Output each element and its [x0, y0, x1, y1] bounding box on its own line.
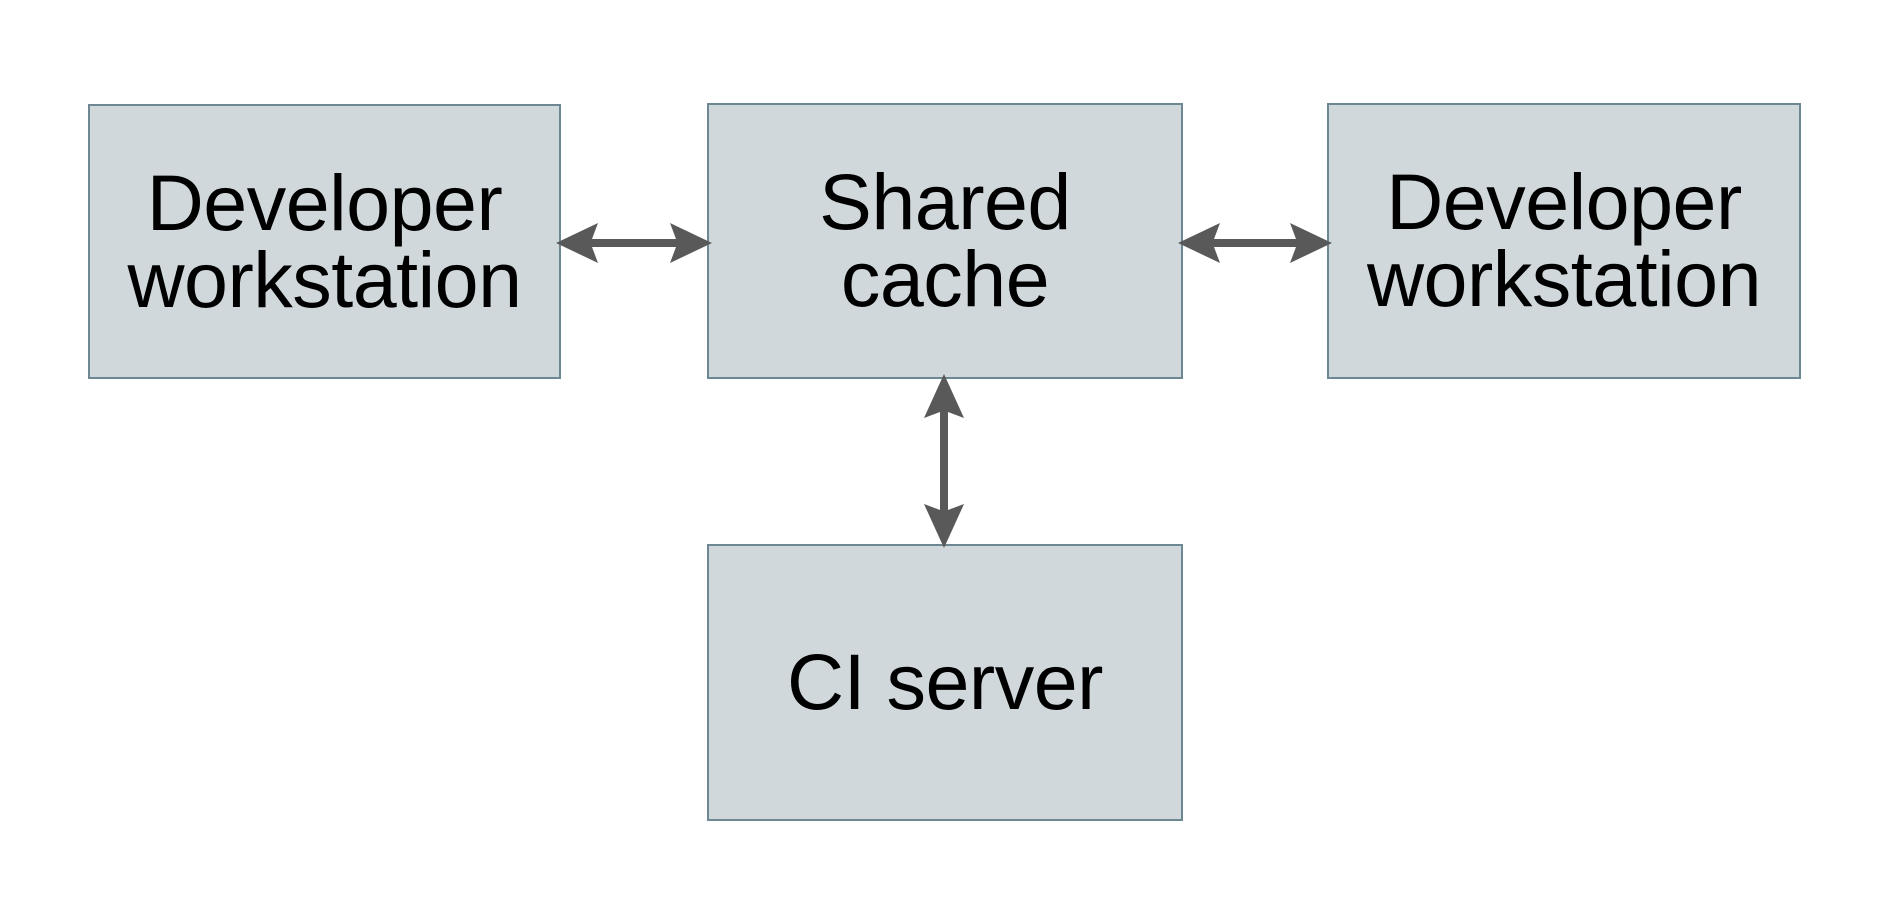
edge-shared-cache-to-ci-server[interactable]: [913, 374, 975, 548]
node-label: Developer workstation: [127, 157, 522, 324]
edge-shared-cache-to-developer-workstation-right[interactable]: [1178, 212, 1332, 274]
double-headed-arrow-horizontal-icon: [1178, 223, 1332, 263]
node-label: Shared cache: [819, 157, 1071, 323]
node-label: Developer workstation: [1366, 157, 1762, 323]
node-shared-cache[interactable]: Shared cache: [707, 103, 1183, 379]
double-headed-arrow-horizontal-icon: [556, 223, 712, 263]
node-developer-workstation-right[interactable]: Developer workstation: [1327, 103, 1801, 379]
double-headed-arrow-vertical-icon: [924, 374, 964, 548]
edge-developer-workstation-left-to-shared-cache[interactable]: [556, 212, 712, 274]
node-label: CI server: [787, 637, 1103, 727]
node-developer-workstation-left[interactable]: Developer workstation: [88, 104, 561, 379]
node-ci-server[interactable]: CI server: [707, 544, 1183, 821]
